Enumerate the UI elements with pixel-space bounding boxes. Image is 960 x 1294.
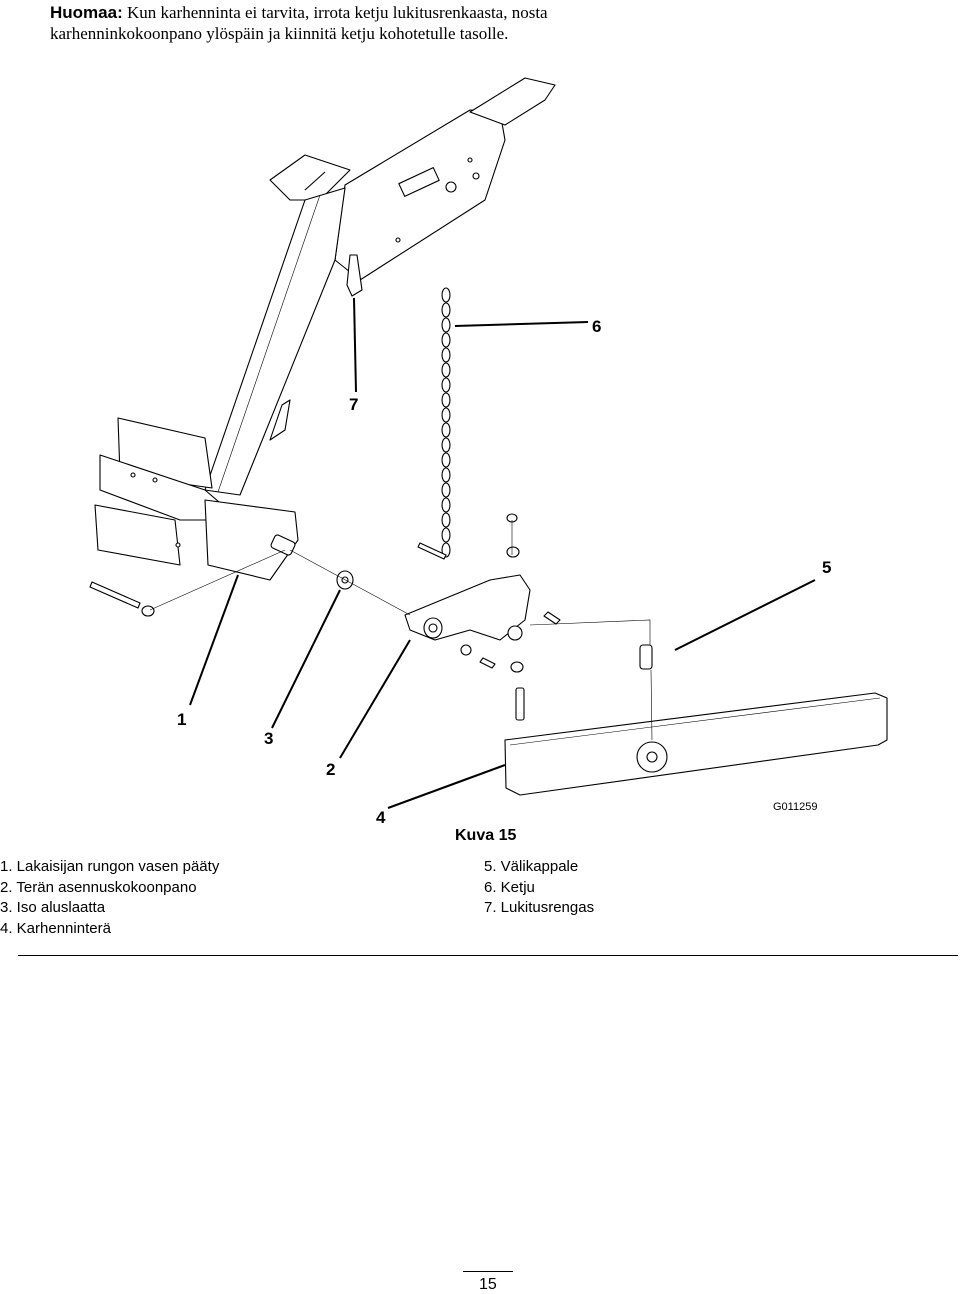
scarifier-blade: [504, 692, 888, 796]
lock-ring: [346, 254, 363, 297]
legend-item: 7. Lukitusrengas: [484, 899, 595, 916]
page-number-rule: [463, 1271, 513, 1272]
figure-id: G011259: [773, 801, 818, 813]
leader-6: [454, 321, 589, 327]
legend-item: 2. Terän asennuskokoonpano: [0, 878, 197, 896]
callout-4: 4: [376, 808, 386, 827]
leader-5: [674, 579, 816, 651]
frame-end-plate: [204, 499, 299, 581]
callout-2: 2: [326, 760, 336, 779]
leader-1: [189, 574, 239, 706]
mounting-plate: [334, 109, 506, 281]
chain: [441, 287, 451, 558]
callout-6: 6: [592, 317, 602, 336]
legend-item: 1. Lakaisijan rungon vasen pääty: [0, 858, 220, 875]
callout-1: 1: [177, 710, 187, 729]
legend-item: 3. Iso aluslaatta: [0, 899, 106, 916]
frame-arm: [204, 187, 346, 496]
callout-7: 7: [349, 395, 359, 414]
leader-3: [271, 589, 341, 729]
leader-7: [353, 297, 357, 393]
leader-2: [339, 639, 411, 759]
callout-5: 5: [822, 558, 832, 577]
legend-right: 5. Välikappale 6. Ketju 7. Lukitusrengas: [484, 857, 594, 919]
page-number: 15: [479, 1276, 497, 1293]
note-label: Huomaa:: [50, 3, 123, 22]
legend-item: 4. Karhenninterä: [0, 919, 111, 937]
leader-4: [387, 764, 506, 809]
note-text: Kun karhenninta ei tarvita, irrota ketju…: [50, 3, 548, 43]
upper-bracket: [269, 154, 351, 201]
legend-left: 1. Lakaisijan rungon vasen pääty 2. Terä…: [0, 857, 219, 939]
assembly-illustration: [89, 77, 888, 809]
note-paragraph: Huomaa: Kun karhenninta ei tarvita, irro…: [50, 2, 610, 44]
figure-caption: Kuva 15: [455, 827, 517, 844]
legend-item: 6. Ketju: [484, 878, 535, 896]
section-divider: [18, 955, 958, 956]
legend-item: 5. Välikappale: [484, 858, 579, 875]
callout-3: 3: [264, 729, 274, 748]
spacer: [639, 644, 653, 670]
